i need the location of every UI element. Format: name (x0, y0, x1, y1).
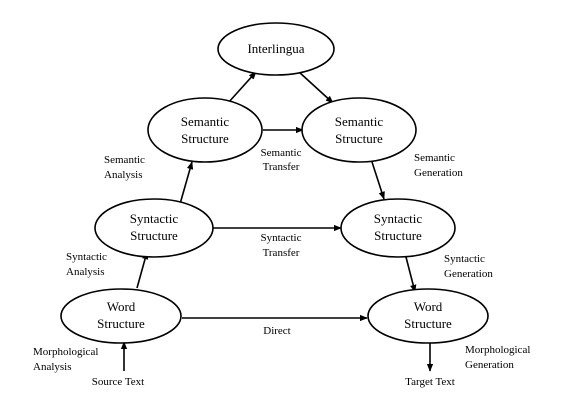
node-word-src-line1: Word (107, 299, 136, 314)
node-word-src-line2: Structure (97, 316, 145, 331)
edge-interlingua-to-semantic (298, 71, 334, 104)
label-syntactic-analysis-line2: Analysis (66, 266, 105, 278)
node-syntactic-structure-source: Syntactic Structure (94, 198, 214, 258)
node-word-tgt-line1: Word (414, 299, 443, 314)
label-direct: Direct (263, 325, 290, 337)
node-semantic-src-line2: Structure (181, 131, 229, 146)
node-syntactic-tgt-line1: Syntactic (374, 211, 423, 226)
edge-syntactic-to-word (405, 256, 417, 293)
node-semantic-tgt-line2: Structure (335, 131, 383, 146)
node-interlingua: Interlingua (217, 22, 335, 76)
label-semantic-generation-line2: Generation (414, 167, 463, 179)
label-morphological-analysis-line2: Analysis (33, 361, 72, 373)
node-semantic-src-line1: Semantic (181, 114, 230, 129)
label-semantic-transfer-line1: Semantic (261, 147, 302, 159)
label-target-text: Target Text (405, 376, 455, 388)
label-semantic-analysis-line1: Semantic (104, 154, 145, 166)
edge-semantic-to-interlingua (227, 71, 257, 104)
node-syntactic-src-line2: Structure (130, 228, 178, 243)
edge-semantic-to-syntactic (371, 161, 385, 200)
label-morphological-generation-line1: Morphological (465, 344, 530, 356)
label-semantic-transfer-line2: Transfer (263, 161, 300, 173)
label-syntactic-generation-line2: Generation (444, 268, 493, 280)
label-morphological-analysis-line1: Morphological (33, 346, 98, 358)
node-semantic-structure-target: Semantic Structure (301, 97, 417, 163)
node-word-structure-target: Word Structure (367, 288, 489, 344)
node-syntactic-structure-target: Syntactic Structure (340, 198, 456, 258)
node-semantic-tgt-line1: Semantic (335, 114, 384, 129)
node-word-structure-source: Word Structure (60, 288, 182, 344)
label-source-text: Source Text (92, 376, 145, 388)
label-syntactic-generation-line1: Syntactic (444, 253, 485, 265)
label-semantic-analysis-line2: Analysis (104, 169, 143, 181)
node-syntactic-tgt-line2: Structure (374, 228, 422, 243)
edge-syntactic-to-semantic (179, 161, 194, 205)
label-semantic-generation-line1: Semantic (414, 152, 455, 164)
label-syntactic-transfer-line2: Transfer (263, 247, 300, 259)
node-word-tgt-line2: Structure (404, 316, 452, 331)
node-semantic-structure-source: Semantic Structure (147, 97, 263, 163)
node-syntactic-src-line1: Syntactic (130, 211, 179, 226)
edge-word-to-syntactic (136, 251, 149, 289)
node-interlingua-label: Interlingua (247, 41, 304, 56)
label-syntactic-analysis-line1: Syntactic (66, 251, 107, 263)
label-morphological-generation-line2: Generation (465, 359, 514, 371)
label-syntactic-transfer-line1: Syntactic (261, 232, 302, 244)
